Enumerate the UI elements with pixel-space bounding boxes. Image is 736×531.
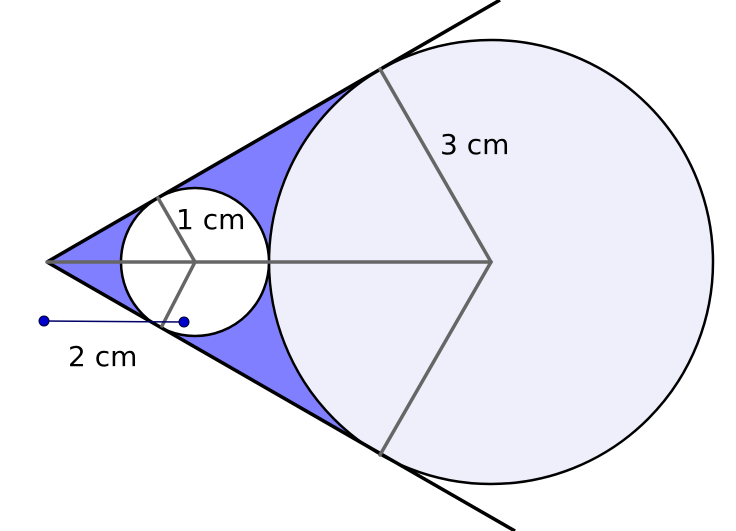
measure-segment (43, 320, 185, 323)
lower-tangent-line (46, 260, 516, 531)
small-radius-label: 1 cm (176, 203, 245, 236)
upper-tangent-line (46, 0, 501, 264)
big-radius-label: 3 cm (440, 128, 509, 161)
small-radius-lower (160, 260, 197, 328)
measure-point-right[interactable] (178, 316, 190, 328)
radius-segments (45, 67, 493, 457)
big-radius-upper (378, 67, 493, 264)
big-radius-lower (378, 260, 493, 457)
measure-point-left[interactable] (38, 315, 50, 327)
small-radius-upper (156, 196, 197, 264)
distance-label: 2 cm (68, 340, 137, 373)
